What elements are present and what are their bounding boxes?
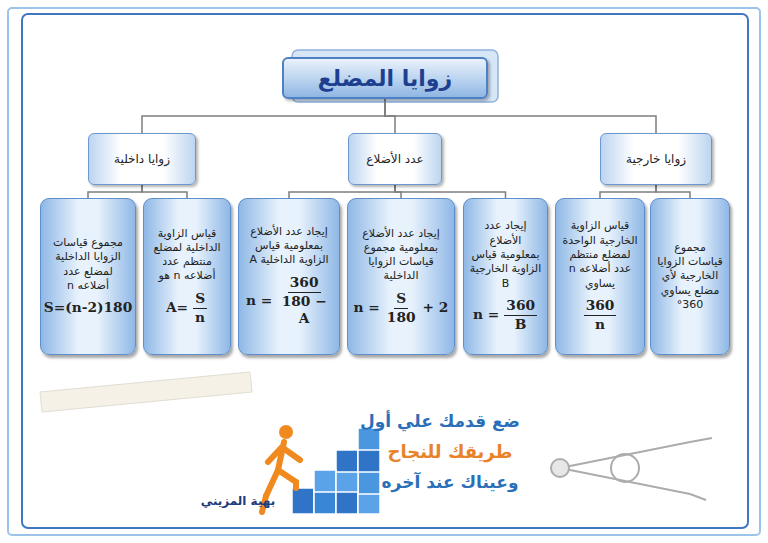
- box-text: زوايا خارجية: [626, 152, 686, 166]
- box-text: مجموع قياسات الزوايا الخارجية لأي مضلع ي…: [656, 241, 724, 312]
- formula-term: n =: [246, 292, 272, 310]
- tree-connector: [142, 185, 187, 198]
- fraction-numerator: S: [394, 290, 408, 309]
- tree-connector: [385, 99, 656, 133]
- box-text: عدد الأضلاع: [366, 152, 423, 166]
- author-signature: بهية المزيني: [190, 494, 286, 508]
- formula-box: مجموع قياسات الزوايا الداخلية لمضلع عدد …: [40, 198, 136, 355]
- tree-connector: [142, 99, 385, 133]
- formula-row: A= Sn: [164, 290, 210, 327]
- slogan-line: طريقك للنجاح: [380, 441, 520, 462]
- fraction-denominator: n: [193, 309, 207, 327]
- decor-shape: [293, 482, 299, 488]
- formula-row: n = S180 + 2: [352, 290, 451, 327]
- formula-box: مجموع قياسات الزوايا الخارجية لأي مضلع ي…: [650, 198, 730, 355]
- fraction-denominator: 180: [385, 309, 418, 327]
- tree-connector: [600, 185, 656, 198]
- fraction-numerator: S: [193, 290, 207, 309]
- fraction-numerator: 360: [584, 297, 617, 316]
- category-box: زوايا خارجية: [600, 133, 712, 185]
- fraction-numerator: 360: [504, 297, 537, 316]
- formula-term: + 2: [423, 299, 449, 317]
- decor-shape: [266, 470, 278, 496]
- box-text: قياس الزاوية الخارجية الواحدة لمضلع منتظ…: [561, 219, 639, 290]
- formula-row: 360n: [581, 297, 620, 334]
- tree-connector: [395, 185, 506, 198]
- formula-box: إيجاد عدد الأضلاع بمعلومية قياس الزاوية …: [238, 198, 340, 355]
- slogan-panel: [240, 404, 525, 522]
- tree-connector: [385, 99, 395, 133]
- tree-connector: [88, 185, 142, 198]
- outer-frame: [8, 8, 760, 535]
- ruler-art: [40, 372, 252, 412]
- decor-shape: [268, 448, 281, 462]
- decor-shape: [279, 425, 293, 439]
- puzzle-steps: [292, 428, 380, 514]
- tree-connector: [395, 185, 401, 198]
- decor-shape: [690, 438, 712, 442]
- box-text: إيجاد عدد الأضلاع بمعلومية قياس الزاوية …: [469, 219, 542, 290]
- box-text: مجموع قياسات الزوايا الداخلية لمضلع عدد …: [46, 236, 130, 293]
- formula-row: S=(n-2)180: [42, 299, 134, 317]
- category-box: زوايا داخلية: [88, 133, 196, 185]
- formula-fraction: 360n: [584, 297, 617, 334]
- formula-row: n = 360B: [471, 297, 540, 334]
- formula-fraction: 360B: [504, 297, 537, 334]
- inner-frame: [22, 14, 748, 528]
- box-text: إيجاد عدد الأضلاع بمعلومية قياس الزاوية …: [244, 225, 334, 268]
- fraction-denominator: 180 − A: [277, 293, 331, 329]
- decor-shape: [358, 428, 380, 514]
- formula-term: n =: [354, 299, 380, 317]
- title-banner: زوايا المضلع: [282, 57, 488, 99]
- formula-fraction: S180: [385, 290, 418, 327]
- decor-shape: [358, 450, 380, 472]
- slogan-line: وعيناك عند آخره: [380, 472, 520, 492]
- formula-box: قياس الزاوية الداخلية لمضلع منتظم عدد أض…: [143, 198, 231, 355]
- decor-shape: [551, 459, 569, 477]
- decor-shape: [611, 454, 639, 482]
- formula-row: n = 360180 − A: [244, 274, 334, 329]
- fraction-denominator: B: [513, 316, 529, 334]
- formula-term: S=(n-2)180: [44, 299, 132, 317]
- fraction-denominator: n: [593, 316, 607, 334]
- formula-box: قياس الزاوية الخارجية الواحدة لمضلع منتظ…: [555, 198, 645, 355]
- decor-shape: [40, 372, 252, 412]
- decor-shape: [314, 470, 336, 514]
- tree-connector: [289, 185, 395, 198]
- box-text: زوايا المضلع: [318, 66, 452, 91]
- formula-fraction: Sn: [193, 290, 207, 327]
- formula-term: A=: [166, 299, 188, 317]
- category-box: عدد الأضلاع: [348, 133, 442, 185]
- compass-art: [551, 438, 712, 500]
- box-text: زوايا داخلية: [114, 152, 170, 166]
- tree-connector: [656, 185, 690, 198]
- decor-shape: [314, 470, 336, 492]
- box-text: قياس الزاوية الداخلية لمضلع منتظم عدد أض…: [149, 227, 225, 284]
- decor-shape: [358, 494, 380, 514]
- formula-term: n =: [473, 306, 499, 324]
- decor-shape: [278, 470, 296, 482]
- decor-shape: [292, 488, 314, 514]
- slogan-line: ضع قدمك علي أول: [380, 411, 520, 431]
- decor-shape: [690, 494, 706, 500]
- formula-box: إيجاد عدد الأضلاع بمعلومية مجموع قياسات …: [347, 198, 455, 355]
- formula-box: إيجاد عدد الأضلاع بمعلومية قياس الزاوية …: [463, 198, 548, 355]
- box-text: إيجاد عدد الأضلاع بمعلومية مجموع قياسات …: [353, 227, 449, 284]
- decor-shape: [283, 448, 300, 460]
- formula-fraction: 360180 − A: [277, 274, 331, 329]
- decor-shape: [336, 472, 358, 492]
- decor-shape: [336, 450, 358, 514]
- fraction-numerator: 360: [288, 274, 321, 293]
